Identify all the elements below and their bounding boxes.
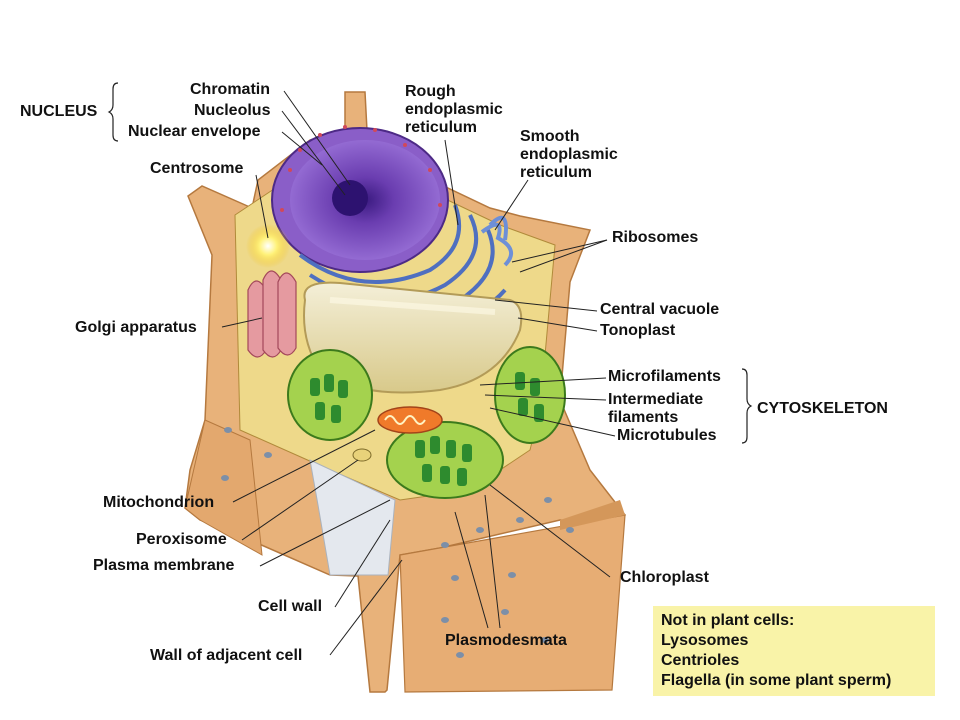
microfilaments-label: Microfilaments [608,368,721,385]
note-item: Lysosomes [661,632,749,649]
peroxisome [352,448,372,462]
rough-er-label-line1: Rough [405,83,456,100]
smooth-er-label-line2: endoplasmic [520,146,618,163]
nucleus-group-label: NUCLEUS [20,103,98,120]
tonoplast-label: Tonoplast [600,322,676,339]
mitochondrion-label: Mitochondrion [103,494,215,511]
intermediate-filaments-label-line2: filaments [608,409,679,426]
chloroplasts [287,346,566,499]
note-item: Flagella (in some plant sperm) [661,672,892,689]
cytoskeleton-group-label: CYTOSKELETON [757,400,888,417]
smooth-er-label-line3: reticulum [520,164,593,181]
centrosome [246,224,290,268]
leader-lines [221,90,616,656]
not-in-plant-cells-box: Not in plant cells: Lysosomes Centrioles… [653,606,935,696]
mitochondrion [377,406,443,434]
note-item: Centrioles [661,652,740,669]
rough-er-label-line2: endoplasmic [405,101,503,118]
plasma-membrane-label: Plasma membrane [93,557,235,574]
wall-of-adjacent-cell-label: Wall of adjacent cell [150,647,303,664]
cell-wall-label: Cell wall [258,598,323,615]
smooth-er-label-line1: Smooth [520,128,580,145]
intermediate-filaments-label-line1: Intermediate [608,391,704,408]
microtubules-label: Microtubules [617,427,717,444]
central-vacuole-label: Central vacuole [600,301,720,318]
nuclear-envelope-label: Nuclear envelope [128,123,261,140]
nucleus-bracket [107,82,119,142]
centrosome-label: Centrosome [150,160,244,177]
golgi-label: Golgi apparatus [75,319,197,336]
nucleolus-label: Nucleolus [194,102,271,119]
cytoskeleton-bracket [741,368,753,444]
golgi-apparatus [247,270,297,358]
peroxisome-label: Peroxisome [136,531,227,548]
plasmodesmata-label: Plasmodesmata [445,632,567,649]
chloroplast-label: Chloroplast [620,569,709,586]
chromatin-label: Chromatin [190,81,270,98]
nucleus [271,125,449,273]
note-title: Not in plant cells: [661,612,795,629]
rough-er-label-line3: reticulum [405,119,478,136]
ribosomes-label: Ribosomes [612,229,699,246]
